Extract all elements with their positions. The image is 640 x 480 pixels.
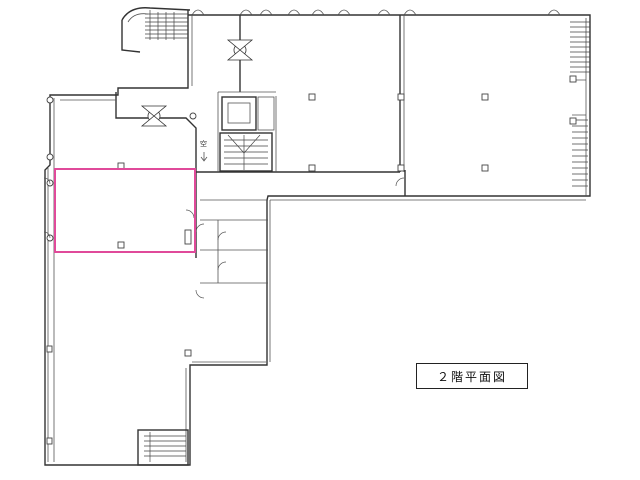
columns	[46, 75, 577, 445]
stair-central	[219, 132, 273, 172]
stair-top-left	[121, 7, 191, 53]
elevator-core	[221, 96, 275, 131]
stair-bottom-left	[137, 429, 189, 466]
doors	[43, 177, 405, 299]
top-arches	[191, 9, 561, 16]
fan-icon	[226, 39, 254, 61]
wall-pilasters	[46, 96, 197, 242]
plan-title: ２階平面図	[416, 363, 528, 389]
highlighted-unit[interactable]	[54, 168, 196, 253]
fan-icon	[140, 105, 168, 127]
plan-note: 空	[200, 139, 207, 148]
entry-arrow: 空	[200, 139, 208, 162]
outer-walls	[44, 10, 591, 466]
interior-walls	[60, 15, 406, 284]
stair-right-edge	[570, 21, 590, 187]
